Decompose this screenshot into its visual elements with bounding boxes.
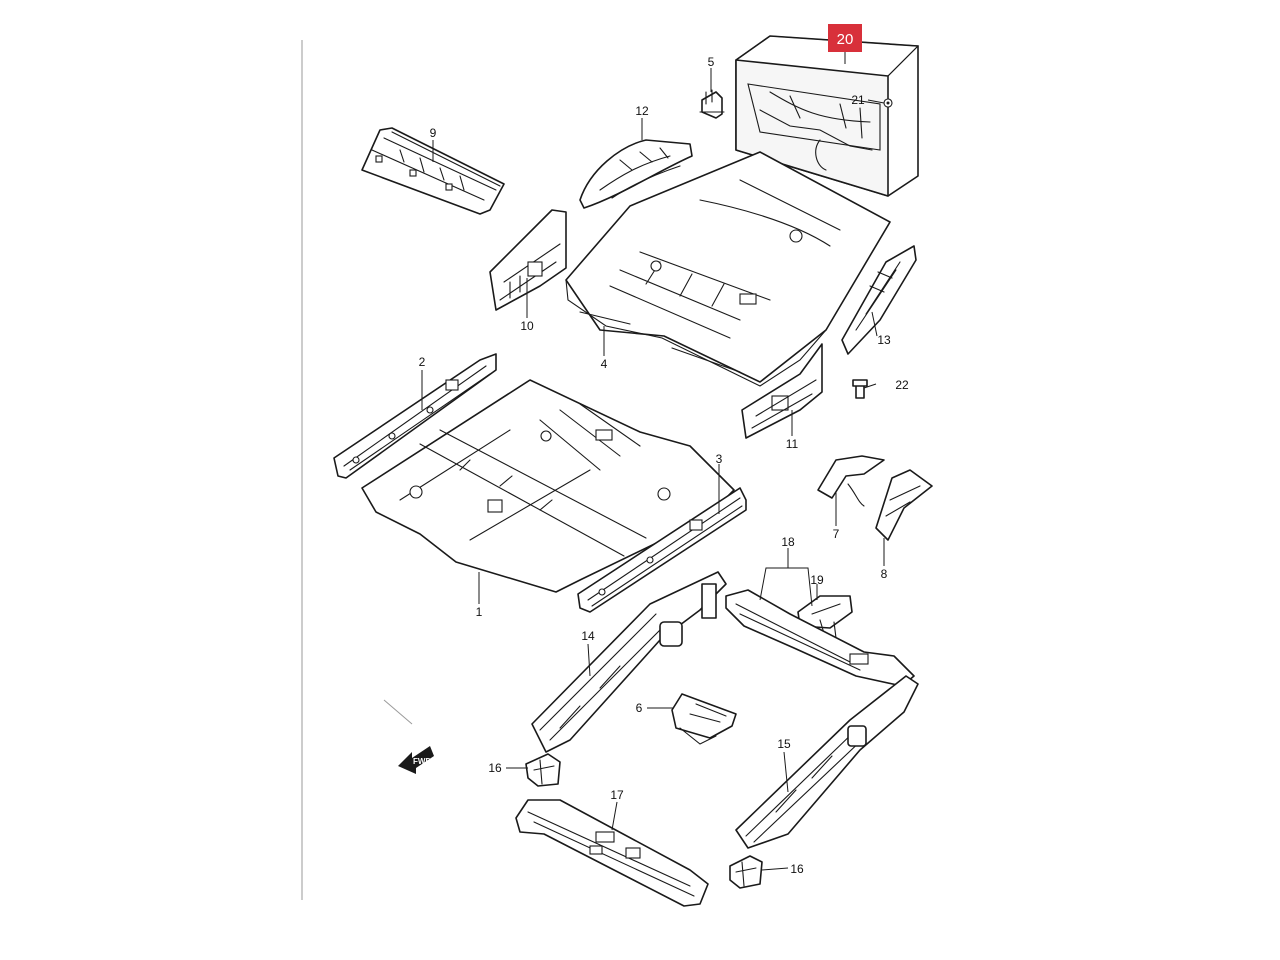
callout-12[interactable]: 12 [635,104,649,118]
part-2-sill-front[interactable] [333,353,497,479]
part-16-mount-left[interactable] [525,753,561,787]
callout-3[interactable]: 3 [716,452,723,466]
part-1-front-floor[interactable] [361,379,735,593]
part-13-rear-side[interactable] [841,245,917,355]
callout-8[interactable]: 8 [881,567,888,581]
callout-4[interactable]: 4 [601,357,608,371]
leader-lines [421,52,885,871]
part-22-bolt[interactable] [852,379,868,399]
part-15-frame-right[interactable] [735,675,919,849]
callout-16-left[interactable]: 16 [488,761,502,775]
part-11-sill-rear[interactable] [741,343,823,439]
part-7-bracket[interactable] [817,455,885,507]
forward-arrow-icon: FWD [383,699,434,774]
callout-22[interactable]: 22 [895,378,909,392]
highlight-tag-20[interactable]: 20 [828,24,862,52]
callout-14[interactable]: 14 [581,629,595,643]
part-17-cross-member[interactable] [515,799,709,907]
callout-17[interactable]: 17 [610,788,624,802]
part-8-bracket[interactable] [875,469,933,541]
part-4-rear-floor[interactable] [565,151,891,387]
callout-labels: 21 5 12 9 10 4 13 22 11 2 3 1 7 8 18 19 … [419,55,909,876]
callout-5[interactable]: 5 [708,55,715,69]
callout-13[interactable]: 13 [877,333,891,347]
part-3-sill-right[interactable] [577,487,747,613]
part-5-bracket[interactable] [699,89,725,119]
callout-15[interactable]: 15 [777,737,791,751]
part-6-plate[interactable] [671,693,737,745]
callout-16-right[interactable]: 16 [790,862,804,876]
callout-2[interactable]: 2 [419,355,426,369]
callout-6[interactable]: 6 [636,701,643,715]
callout-21[interactable]: 21 [851,93,865,107]
callout-1[interactable]: 1 [476,605,483,619]
part-20-rear-panel[interactable] [735,35,920,197]
part-9-cross-member[interactable] [361,127,505,215]
part-14-frame-left[interactable] [531,571,727,753]
callout-10[interactable]: 10 [520,319,534,333]
forward-arrow-label: FWD [413,757,431,766]
part-21-bolt[interactable] [883,98,893,108]
callout-11[interactable]: 11 [786,437,799,451]
part-12-wheelhouse[interactable] [579,139,693,209]
callout-18[interactable]: 18 [781,535,795,549]
part-16-mount-right[interactable] [729,855,763,889]
highlight-label: 20 [837,31,854,48]
callout-9[interactable]: 9 [430,126,437,140]
callout-19[interactable]: 19 [810,573,824,587]
part-10-side-panel[interactable] [489,209,567,311]
callout-7[interactable]: 7 [833,527,840,541]
